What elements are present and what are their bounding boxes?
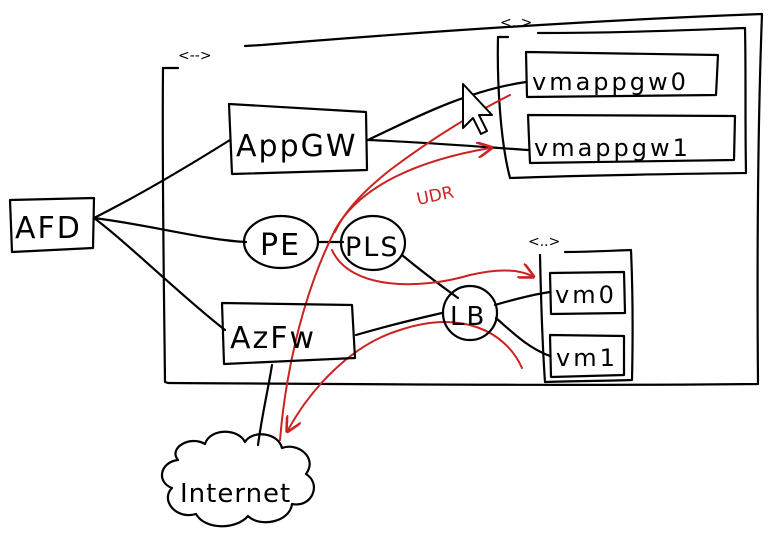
node-internet: Internet [161, 430, 316, 528]
backend-vm-group-label: <..> [528, 234, 560, 250]
appgw-vm-group-label: <..> [500, 15, 532, 31]
link-pls-lb [400, 253, 460, 300]
link-afd-pe [92, 216, 248, 244]
node-vmappgw1: vmappgw1 [526, 113, 737, 165]
main-container: <--> [161, 12, 764, 386]
link-afd-appgw [92, 138, 232, 220]
backend-vm-group: <..> [528, 234, 634, 384]
node-vm0: vm0 [548, 270, 627, 316]
lb-label: LB [450, 302, 486, 332]
appgw-label: AppGW [236, 129, 358, 164]
vmappgw1-label: vmappgw1 [534, 134, 691, 162]
vm0-label: vm0 [555, 281, 617, 309]
cloud-icon [161, 430, 316, 528]
vm1-label: vm1 [556, 344, 618, 372]
link-lb-vm0 [493, 290, 552, 307]
connections [92, 80, 552, 447]
appgw-vm-group: <..> [496, 15, 748, 180]
azfw-label: AzFw [230, 321, 316, 356]
link-appgw-vmappgw1 [366, 138, 530, 152]
link-lb-vm1 [494, 316, 552, 358]
main-container-label: <--> [178, 48, 212, 64]
route-vm1-to-internet [288, 321, 523, 430]
link-azfw-lb [354, 311, 444, 337]
mouse-cursor-icon [462, 83, 493, 135]
afd-label: AFD [15, 211, 82, 246]
pe-label: PE [260, 228, 301, 263]
node-appgw: AppGW [227, 102, 369, 176]
node-vm1: vm1 [548, 333, 626, 379]
pls-label: PLS [345, 232, 399, 263]
node-azfw: AzFw [220, 301, 357, 366]
node-afd: AFD [8, 196, 96, 254]
vmappgw0-label: vmappgw0 [532, 68, 689, 96]
node-lb: LB [441, 284, 499, 342]
node-pls: PLS [339, 214, 407, 272]
link-appgw-vmappgw0 [366, 80, 528, 142]
udr-routes: UDR [279, 94, 532, 441]
route-pls-to-vm0 [331, 249, 532, 286]
node-vmappgw0: vmappgw0 [524, 50, 720, 99]
link-afd-azfw [92, 216, 227, 332]
node-pe: PE [242, 214, 320, 270]
udr-label: UDR [415, 183, 456, 210]
link-azfw-internet [256, 363, 274, 447]
internet-label: Internet [180, 479, 291, 509]
